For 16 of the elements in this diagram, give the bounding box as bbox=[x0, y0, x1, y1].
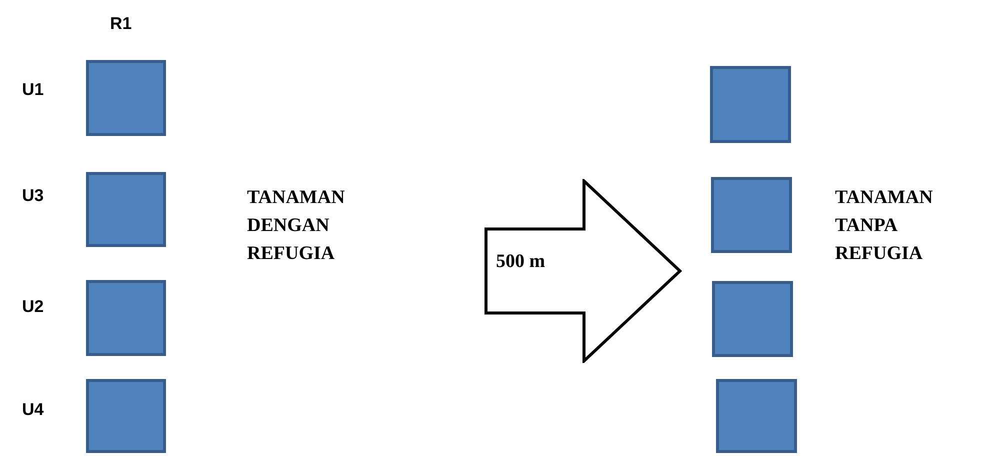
square-box bbox=[86, 60, 166, 136]
square-box bbox=[712, 281, 793, 357]
row-label: U3 bbox=[22, 186, 44, 206]
arrow-label: 500 m bbox=[496, 251, 546, 273]
square-box bbox=[86, 280, 166, 356]
square-box bbox=[716, 379, 797, 453]
row-label: U1 bbox=[22, 80, 44, 100]
square-box bbox=[86, 172, 166, 247]
column-label: R1 bbox=[110, 14, 132, 34]
group-label: TANAMAN DENGAN REFUGIA bbox=[247, 186, 346, 266]
square-box bbox=[86, 379, 166, 453]
row-label: U4 bbox=[22, 400, 44, 420]
group-label: TANAMAN TANPA REFUGIA bbox=[835, 186, 934, 266]
row-label: U2 bbox=[22, 297, 44, 317]
square-box bbox=[710, 66, 791, 143]
square-box bbox=[711, 177, 792, 253]
